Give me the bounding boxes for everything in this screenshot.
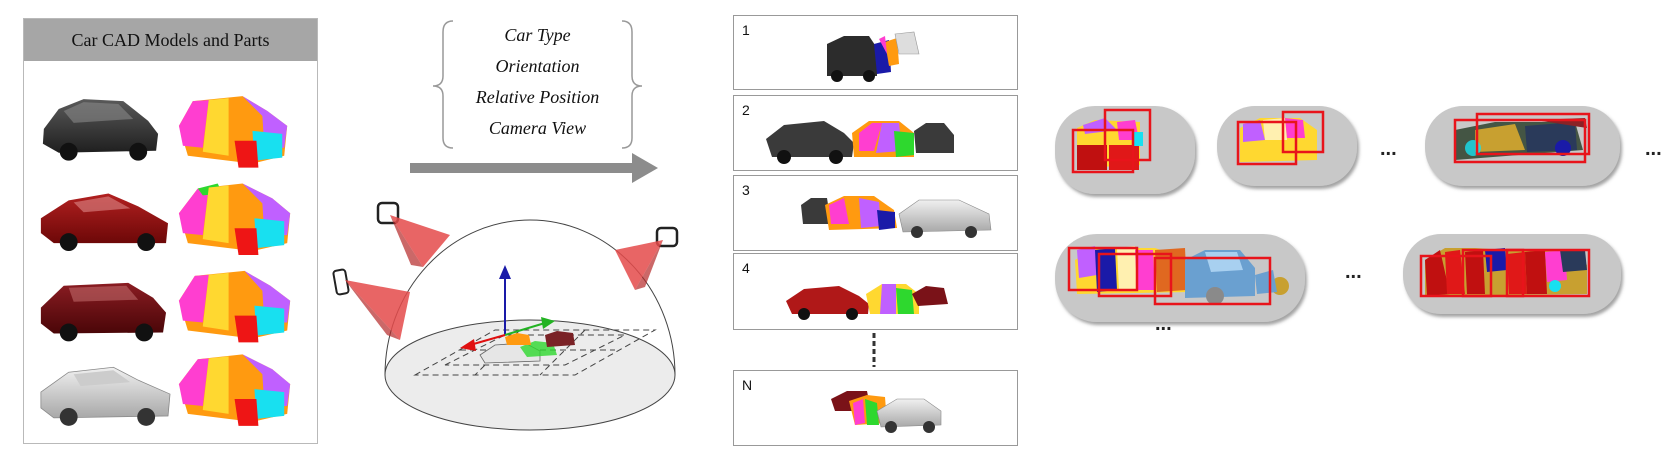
- frame-1: 1: [733, 15, 1018, 90]
- cad-model-black-suv: [42, 99, 159, 161]
- coordinate-axes: [460, 265, 555, 351]
- frame-3-label: 3: [742, 182, 750, 198]
- camera-dome-scene: [332, 201, 679, 431]
- parameter-list: Car Type Orientation Relative Position C…: [450, 20, 625, 148]
- frame-n-cars: [831, 391, 942, 433]
- param-relative-position: Relative Position: [475, 87, 600, 107]
- frame-1-label: 1: [742, 22, 750, 38]
- frame-1-cars: [827, 31, 920, 82]
- param-camera-view: Camera View: [488, 118, 587, 138]
- frame-n-label: N: [742, 377, 753, 393]
- cad-model-grid: [40, 96, 291, 426]
- camera-right: [615, 226, 679, 290]
- cad-model-maroon-wagon: [40, 282, 167, 342]
- frame-2-cars: [766, 121, 954, 164]
- cad-parts-maroon-wagon: [178, 270, 291, 343]
- ellipsis-row2: ...: [1345, 261, 1362, 283]
- cad-models-panel: Car CAD Models and Parts: [23, 18, 318, 444]
- frame-3-cars: [801, 196, 992, 238]
- ellipsis-row3: ...: [1155, 313, 1172, 335]
- detection-results: ... ... ...: [1055, 106, 1662, 335]
- detection-pill-4: [1055, 234, 1305, 322]
- cad-parts-red-sedan: [178, 183, 291, 256]
- frame-sequence-dots: [872, 333, 876, 367]
- frame-4-cars: [786, 284, 948, 320]
- frame-4: 4: [733, 253, 1018, 330]
- param-car-type: Car Type: [504, 25, 571, 45]
- scene-cars: [479, 331, 575, 364]
- frame-2-label: 2: [742, 102, 750, 118]
- frame-n: N: [733, 370, 1018, 446]
- param-orientation: Orientation: [495, 56, 580, 76]
- detection-pill-1: [1055, 106, 1195, 194]
- parameter-braces: [432, 20, 643, 149]
- frame-4-label: 4: [742, 260, 750, 276]
- frame-3: 3: [733, 175, 1018, 251]
- cad-parts-black-suv: [178, 96, 288, 168]
- ellipsis-row1-a: ...: [1380, 138, 1397, 160]
- cad-panel-title: Car CAD Models and Parts: [24, 19, 317, 61]
- detection-pill-2: [1217, 106, 1357, 186]
- ellipsis-row1-b: ...: [1645, 138, 1662, 160]
- flow-arrow: [410, 153, 658, 183]
- camera-top-left: [376, 201, 450, 267]
- cad-model-red-sedan: [40, 193, 169, 252]
- detection-pill-3: [1425, 106, 1620, 186]
- frame-2: 2: [733, 95, 1018, 171]
- detection-pill-5: [1403, 234, 1621, 314]
- camera-left: [332, 268, 410, 340]
- cad-parts-silver-sedan: [178, 354, 291, 426]
- cad-model-silver-sedan: [40, 366, 171, 426]
